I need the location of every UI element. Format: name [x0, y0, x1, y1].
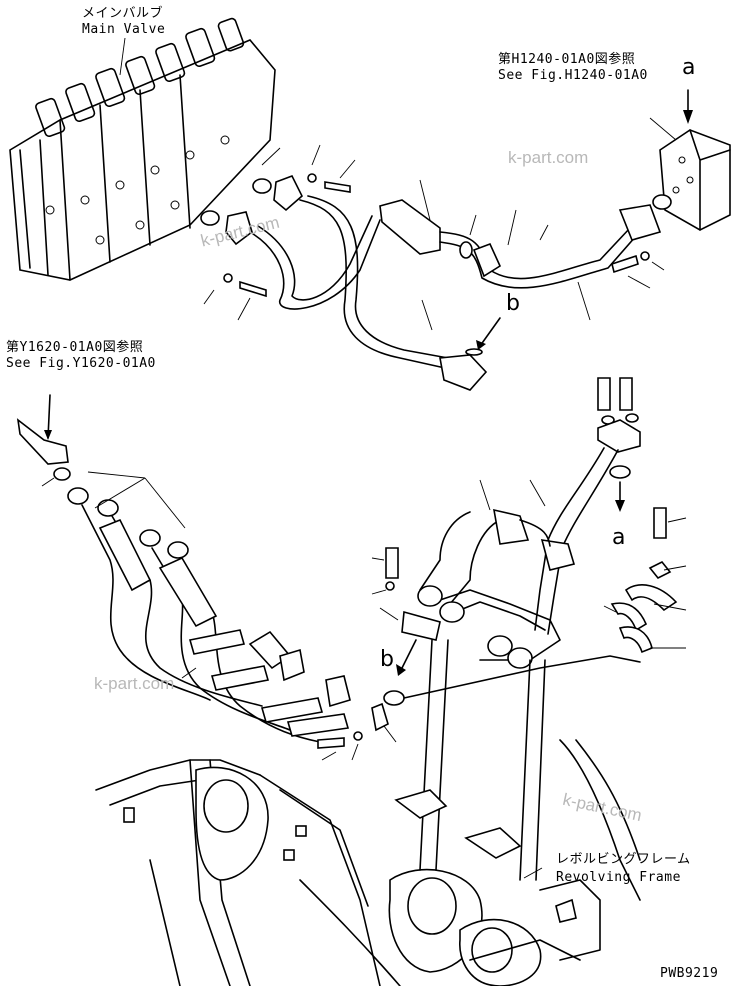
main-valve-label-en: Main Valve	[82, 22, 166, 37]
watermark: k-part.com	[508, 148, 589, 167]
watermark: k-part.com	[94, 674, 175, 693]
ref-y1620-label-jp: 第Y1620-01A0図参照	[6, 340, 144, 355]
drawing-number: PWB9219	[660, 966, 719, 981]
callout-a-mid: a	[612, 525, 626, 550]
component-a	[611, 89, 731, 289]
upper-pipes	[249, 179, 662, 391]
callout-b-top: b	[506, 291, 521, 316]
callout-a-top: a	[682, 55, 696, 80]
main-valve	[9, 17, 276, 281]
callout-b-mid: b	[380, 647, 395, 672]
center-pipes	[371, 377, 641, 706]
ref-h1240-label-en: See Fig.H1240-01A0	[498, 68, 648, 83]
ref-y1620-label-en: See Fig.Y1620-01A0	[6, 356, 156, 371]
revolving-frame	[95, 639, 641, 986]
ppc-hoses	[16, 394, 397, 761]
valve-fittings	[200, 144, 356, 321]
clamps	[603, 507, 687, 654]
main-valve-label-jp: メインバルブ	[82, 6, 164, 21]
revolving-frame-label-en: Revolving Frame	[556, 870, 681, 885]
ref-h1240-label-jp: 第H1240-01A0図参照	[498, 52, 636, 67]
revolving-frame-label-jp: レボルビングフレーム	[556, 852, 691, 867]
